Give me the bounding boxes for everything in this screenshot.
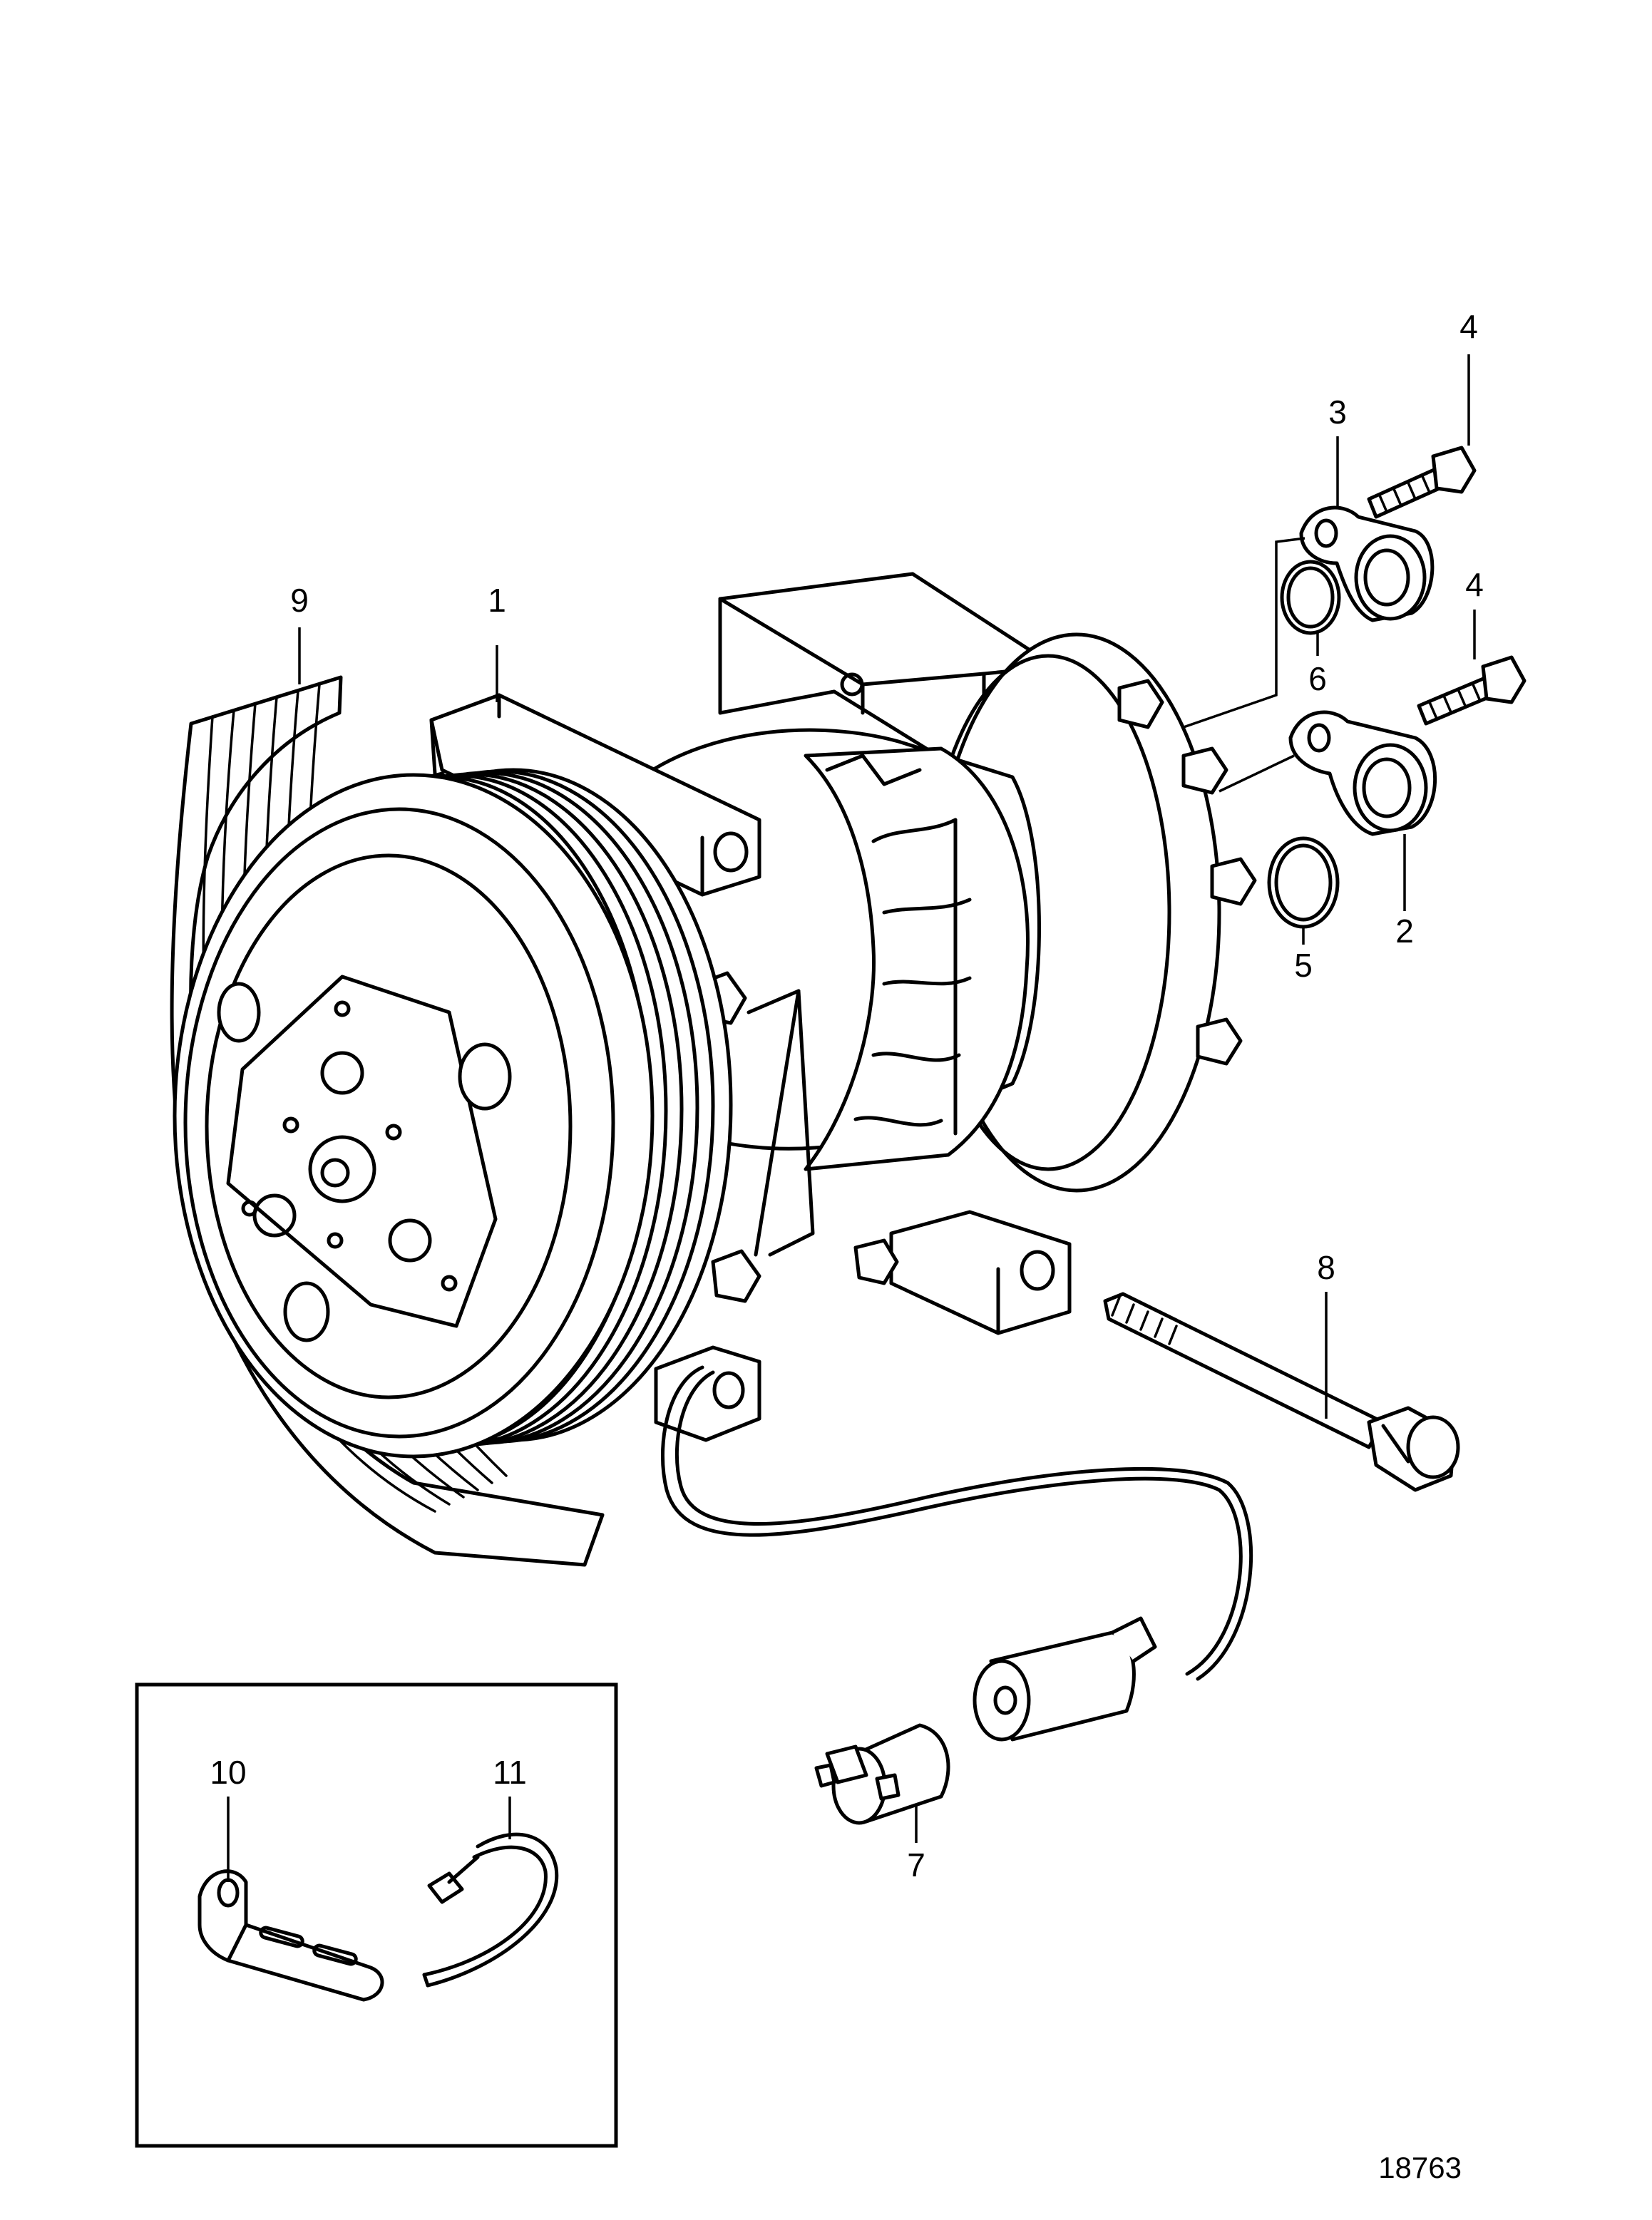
callout-2: 2 bbox=[1395, 913, 1414, 950]
ac-compressor bbox=[173, 572, 1257, 1459]
cable-tie bbox=[422, 1832, 559, 1988]
flange-screw-upper bbox=[1367, 446, 1477, 519]
figure-number: 18763 bbox=[1378, 2151, 1462, 2184]
callout-6: 6 bbox=[1308, 660, 1327, 697]
port-leader-lower bbox=[1219, 754, 1295, 793]
callout-1: 1 bbox=[488, 582, 506, 619]
port-flange-lower bbox=[1288, 710, 1437, 836]
port-leader-upper bbox=[1183, 537, 1305, 729]
mounting-bolt bbox=[1103, 1292, 1460, 1492]
callout-4-lower: 4 bbox=[1465, 566, 1484, 603]
callout-3: 3 bbox=[1328, 394, 1347, 431]
callout-8: 8 bbox=[1317, 1249, 1335, 1286]
rear-housing-bolt bbox=[1117, 679, 1257, 1066]
callout-leaders bbox=[227, 354, 1476, 1882]
inset-box bbox=[135, 1682, 618, 2148]
o-ring-lower bbox=[1267, 836, 1340, 929]
callout-9: 9 bbox=[290, 582, 309, 619]
callout-4-upper: 4 bbox=[1459, 308, 1478, 345]
port-flange-upper bbox=[1299, 505, 1435, 622]
electrical-connector bbox=[814, 1616, 1157, 1825]
callout-11: 11 bbox=[493, 1754, 527, 1791]
callout-5: 5 bbox=[1294, 947, 1313, 984]
o-ring-upper bbox=[1280, 560, 1341, 635]
clutch-cable bbox=[660, 1365, 1253, 1681]
callout-10: 10 bbox=[210, 1754, 246, 1791]
flange-screw-lower bbox=[1417, 655, 1527, 726]
mounting-bracket bbox=[197, 1869, 384, 2002]
callout-7: 7 bbox=[907, 1846, 925, 1884]
